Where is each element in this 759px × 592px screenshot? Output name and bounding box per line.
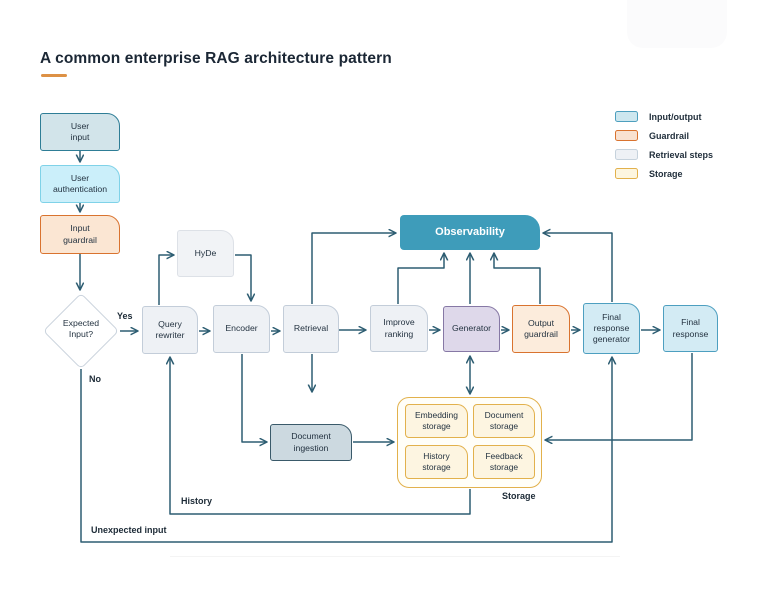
legend-label: Input/output	[649, 111, 702, 122]
node-document-ingestion: Document ingestion	[270, 424, 352, 461]
node-output-guardrail: Output guardrail	[512, 305, 570, 353]
node-expected-input-label: Expected Input?	[62, 318, 100, 340]
legend: Input/output Guardrail Retrieval steps S…	[615, 111, 713, 179]
node-user-authentication: User authentication	[40, 165, 120, 203]
label-yes: Yes	[117, 311, 133, 321]
node-query-rewriter: Query rewriter	[142, 306, 198, 354]
input-output-swatch-icon	[615, 111, 638, 122]
storage-swatch-icon	[615, 168, 638, 179]
guardrail-swatch-icon	[615, 130, 638, 141]
node-hyde: HyDe	[177, 230, 234, 277]
node-user-input: User input	[40, 113, 120, 151]
node-embedding-storage: Embedding storage	[405, 404, 468, 438]
retrieval-steps-swatch-icon	[615, 149, 638, 160]
node-feedback-storage: Feedback storage	[473, 445, 535, 479]
divider	[170, 556, 620, 557]
node-final-response: Final response	[663, 305, 718, 352]
background-blob	[627, 0, 727, 48]
legend-label: Retrieval steps	[649, 149, 714, 160]
label-storage-group: Storage	[502, 491, 536, 501]
node-input-guardrail: Input guardrail	[40, 215, 120, 254]
node-encoder: Encoder	[213, 305, 270, 353]
node-final-response-generator: Final response generator	[583, 303, 640, 354]
title-underline	[41, 74, 67, 77]
legend-item-guardrail: Guardrail	[615, 130, 713, 141]
legend-item-input-output: Input/output	[615, 111, 713, 122]
label-no: No	[89, 374, 101, 384]
node-retrieval: Retrieval	[283, 305, 339, 353]
node-generator: Generator	[443, 306, 500, 352]
node-document-storage: Document storage	[473, 404, 535, 438]
legend-label: Storage	[649, 168, 683, 179]
legend-item-retrieval-steps: Retrieval steps	[615, 149, 713, 160]
legend-label: Guardrail	[649, 130, 690, 141]
legend-item-storage: Storage	[615, 168, 713, 179]
node-observability: Observability	[400, 215, 540, 250]
label-unexpected-input: Unexpected input	[91, 525, 167, 535]
page-title: A common enterprise RAG architecture pat…	[40, 50, 392, 67]
label-history: History	[181, 496, 213, 506]
node-history-storage: History storage	[405, 445, 468, 479]
node-improve-ranking: Improve ranking	[370, 305, 428, 352]
